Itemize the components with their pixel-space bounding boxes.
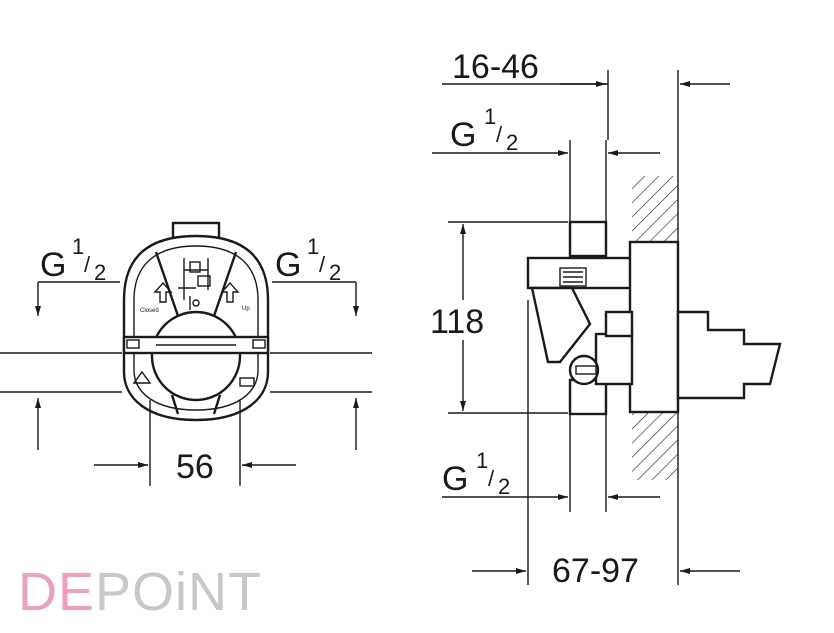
svg-text:1: 1 bbox=[307, 234, 319, 259]
side-body-lower-left bbox=[530, 286, 592, 364]
front-schematic-symbol bbox=[178, 258, 211, 310]
side-bottom-port bbox=[568, 378, 608, 416]
svg-text:1: 1 bbox=[476, 448, 488, 473]
svg-text:/: / bbox=[84, 252, 91, 277]
arrow-bottom-left-icon bbox=[132, 370, 152, 384]
svg-text:/: / bbox=[496, 122, 503, 147]
svg-text:Up: Up bbox=[242, 306, 250, 312]
svg-text:Closed: Closed bbox=[140, 308, 159, 314]
watermark-logo: DEPOiNT bbox=[18, 562, 262, 622]
wall-hatch-top bbox=[632, 176, 678, 242]
front-view: Closed Up G 1 / 2 G 1 / 2 bbox=[0, 221, 372, 486]
svg-text:G: G bbox=[442, 460, 468, 498]
side-main-body bbox=[526, 256, 634, 290]
front-width-label: 56 bbox=[176, 448, 214, 486]
side-view: 16-46 G 1 / 2 118 G 1 / 2 67-97 bbox=[430, 48, 782, 590]
arrow-up-right-icon bbox=[220, 281, 240, 303]
svg-text:2: 2 bbox=[498, 474, 510, 499]
svg-text:/: / bbox=[488, 466, 495, 491]
front-central-cartridge bbox=[150, 310, 242, 402]
side-thread-top-label: G 1 / 2 bbox=[450, 104, 518, 155]
svg-text:1: 1 bbox=[72, 234, 84, 259]
svg-text:G: G bbox=[40, 246, 66, 284]
side-flange bbox=[594, 332, 634, 386]
side-depth-bottom-label: 67-97 bbox=[552, 552, 639, 590]
svg-text:/: / bbox=[319, 252, 326, 277]
front-thread-left-label: G 1 / 2 bbox=[40, 234, 106, 285]
front-divider-left bbox=[154, 251, 180, 317]
svg-text:2: 2 bbox=[329, 260, 341, 285]
svg-text:2: 2 bbox=[506, 130, 518, 155]
side-mounting-plate bbox=[628, 240, 680, 414]
svg-text:2: 2 bbox=[94, 260, 106, 285]
side-height-label: 118 bbox=[430, 303, 484, 341]
front-thread-right-label: G 1 / 2 bbox=[275, 234, 341, 285]
front-divider-bottom-left bbox=[170, 394, 180, 415]
side-depth-top-label: 16-46 bbox=[452, 48, 539, 86]
side-port-circle bbox=[568, 354, 600, 386]
side-top-port bbox=[568, 220, 608, 258]
svg-text:G: G bbox=[275, 246, 301, 284]
front-divider-bottom-right bbox=[212, 394, 222, 415]
side-thread-bottom-label: G 1 / 2 bbox=[442, 448, 510, 499]
arrow-up-left-icon bbox=[153, 281, 173, 303]
front-inner-plate bbox=[133, 245, 259, 411]
front-divider-right bbox=[212, 251, 238, 317]
svg-text:1: 1 bbox=[484, 104, 496, 129]
side-cartridge-extension bbox=[676, 310, 782, 400]
svg-text:G: G bbox=[450, 116, 476, 154]
wall-hatch-bottom bbox=[632, 412, 678, 480]
